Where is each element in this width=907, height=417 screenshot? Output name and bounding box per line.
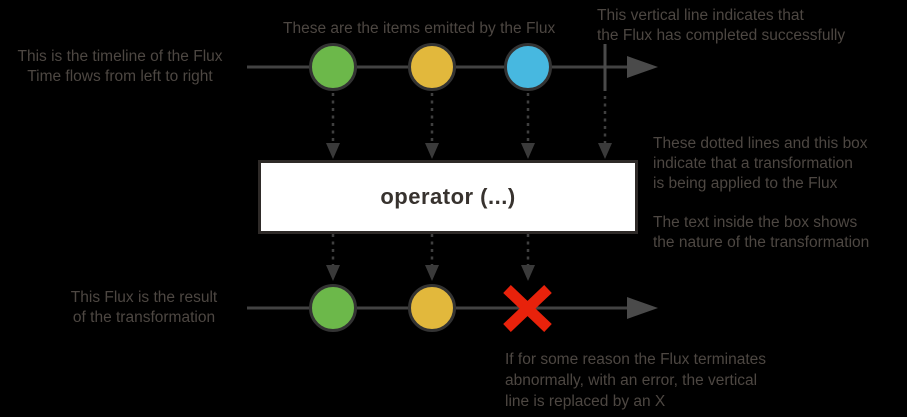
dotted-arrowhead-icon [598, 143, 612, 159]
error-annotation: If for some reason the Flux terminates a… [505, 351, 767, 410]
dotted-arrowhead-icon [425, 143, 439, 159]
error-x-icon [503, 285, 552, 332]
source-timeline-arrowhead-icon [627, 56, 658, 78]
operator-box-label: operator (...) [380, 184, 516, 209]
operator-box: operator (...) [258, 160, 638, 234]
transform-annotation: These dotted lines and this box indicate… [653, 135, 868, 192]
result-item-green-circle [309, 284, 357, 332]
dotted-arrowhead-icon [326, 265, 340, 281]
dotted-arrowhead-icon [326, 143, 340, 159]
dotted-arrowhead-icon [521, 143, 535, 159]
source-item-green-circle [309, 43, 357, 91]
dotted-arrowhead-icon [425, 265, 439, 281]
result-timeline-arrowhead-icon [627, 297, 658, 319]
result-annotation: This Flux is the result of the transform… [70, 289, 218, 326]
source-item-yellow-circle [408, 43, 456, 91]
error-x-stroke [503, 285, 552, 332]
complete-annotation: This vertical line indicates that the Fl… [597, 7, 846, 44]
dotted-arrowhead-icon [521, 265, 535, 281]
result-item-yellow-circle [408, 284, 456, 332]
timeline-annotation: This is the timeline of the Flux Time fl… [17, 48, 223, 85]
box-text-annotation: The text inside the box shows the nature… [653, 214, 870, 251]
source-item-blue-circle [504, 43, 552, 91]
items-annotation: These are the items emitted by the Flux [283, 20, 556, 37]
